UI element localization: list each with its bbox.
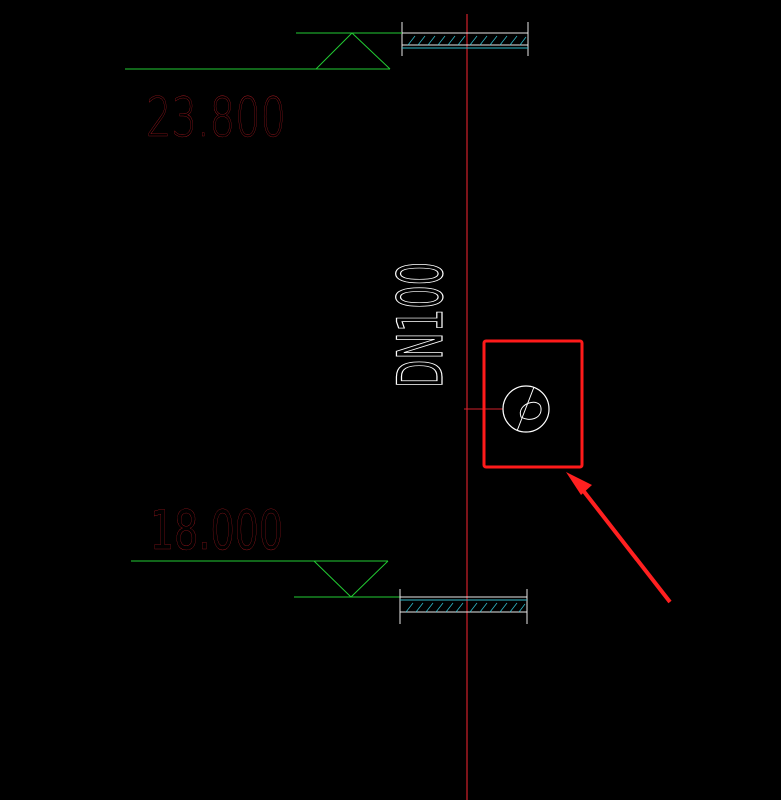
floor-drain-icon xyxy=(464,385,550,433)
bottom-elevation-label: 18.000 xyxy=(150,499,283,562)
bottom-slab-hatch xyxy=(405,602,526,613)
bottom-slab xyxy=(399,589,528,624)
highlight-box xyxy=(482,339,584,469)
arrow-icon xyxy=(566,472,672,604)
top-slab xyxy=(401,22,529,56)
pipe-size-label: DN100 xyxy=(384,262,457,388)
bottom-elevation-marker xyxy=(131,560,402,598)
top-elevation-marker xyxy=(125,32,402,70)
top-elevation-label: 23.800 xyxy=(146,86,286,149)
top-slab-hatch xyxy=(407,35,527,46)
